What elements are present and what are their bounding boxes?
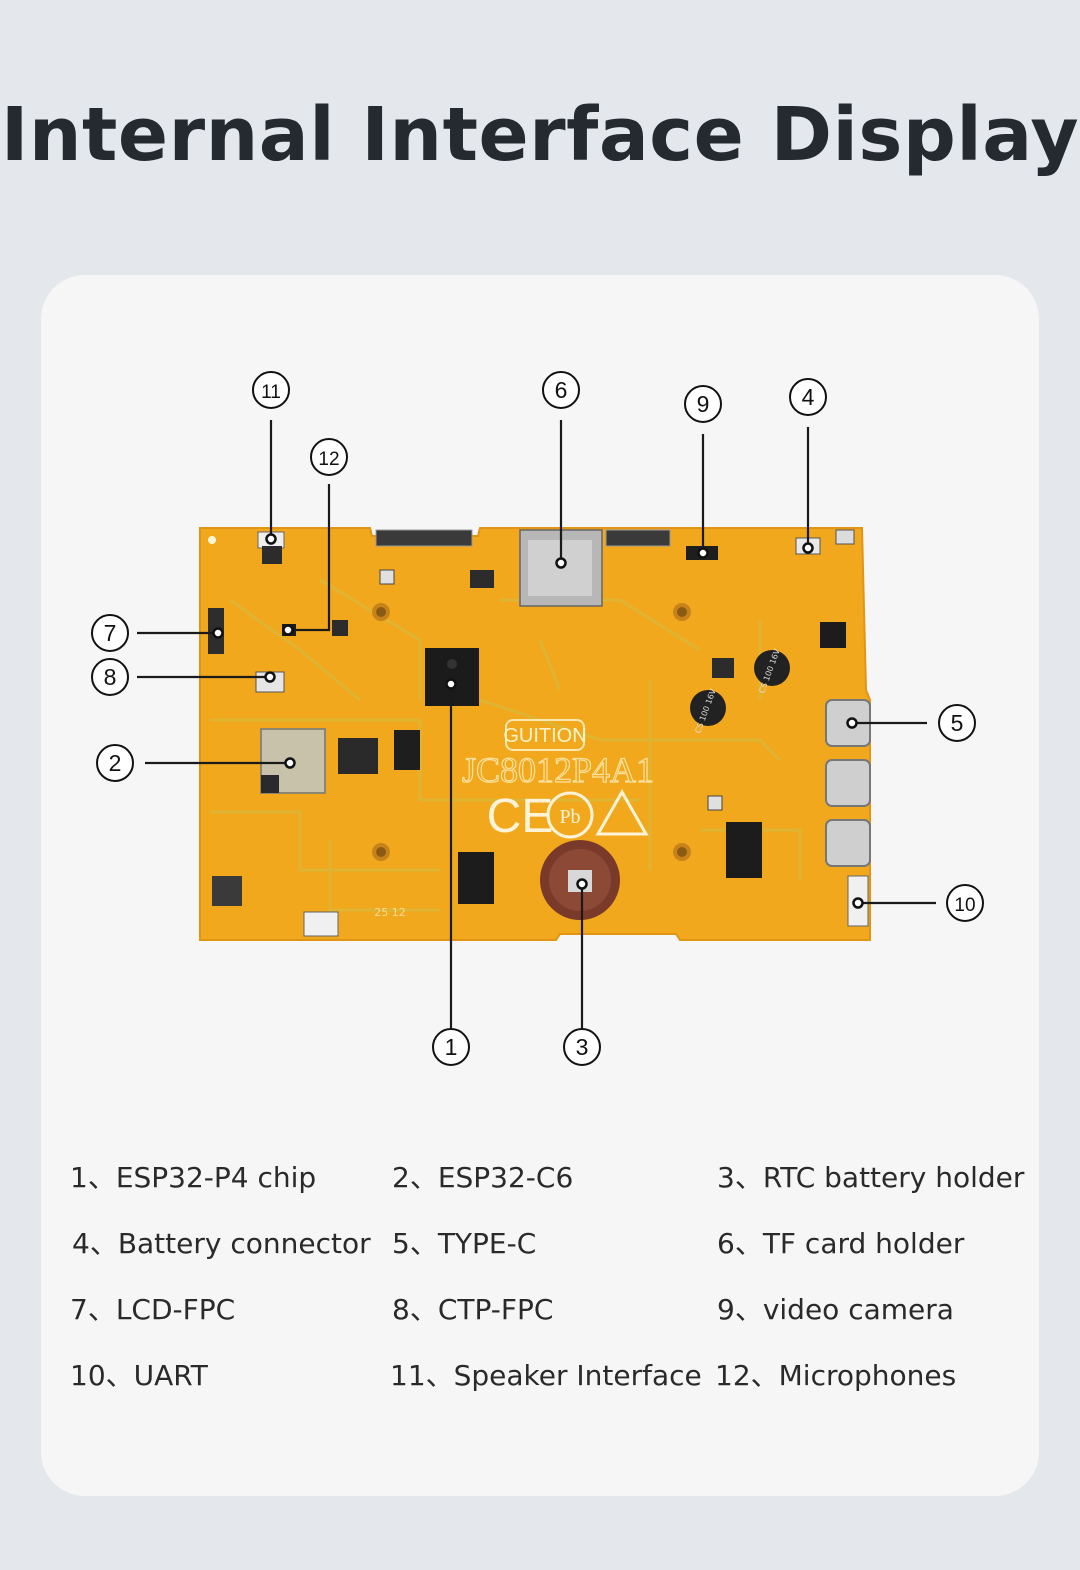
- board-model-text: JC8012P4A1: [462, 750, 654, 790]
- ce-mark: CE: [487, 790, 554, 843]
- callout-marker-9: [684, 385, 722, 423]
- brand-logo-text: GUITION: [503, 725, 586, 747]
- callout-dot-8: [264, 671, 276, 683]
- callout-marker-5: [938, 704, 976, 742]
- legend-item-2: 2、ESP32-C6: [392, 1161, 574, 1194]
- callout-marker-1: [432, 1028, 470, 1066]
- callout-number-9: 9: [697, 391, 710, 417]
- callout-line-12: [288, 484, 331, 632]
- callout-number-8: 8: [104, 664, 117, 690]
- callout-dot-7: [212, 627, 224, 639]
- callout-dot-3: [576, 878, 588, 890]
- legend-item-10: 10、UART: [70, 1359, 208, 1392]
- legend-item-5: 5、TYPE-C: [392, 1227, 537, 1260]
- legend-item-3: 3、RTC battery holder: [717, 1161, 1025, 1194]
- callout-marker-8: [91, 658, 129, 696]
- legend-item-9: 9、video camera: [717, 1293, 954, 1326]
- callout-lines: [137, 420, 936, 1029]
- legend-item-1: 1、ESP32-P4 chip: [70, 1161, 317, 1194]
- callout-dot-2: [284, 757, 296, 769]
- callout-marker-12: [310, 438, 348, 476]
- callout-number-11: 11: [261, 382, 281, 403]
- legend-item-6: 6、TF card holder: [717, 1227, 965, 1260]
- callout-dot-11: [265, 533, 277, 545]
- mounting-holes: [372, 603, 691, 861]
- legend-item-11: 11、Speaker Interface: [390, 1359, 702, 1392]
- callout-number-2: 2: [109, 750, 122, 776]
- callout-number-12: 12: [318, 449, 339, 470]
- callout-dot-1: [445, 678, 457, 690]
- callout-number-3: 3: [576, 1034, 589, 1060]
- callout-marker-10: [946, 884, 984, 922]
- pb-mark: Pb: [559, 806, 580, 828]
- callout-marker-11: [252, 371, 290, 409]
- page-title: Internal Interface Display: [0, 92, 1080, 178]
- callout-number-6: 6: [555, 377, 568, 403]
- callout-dot-5: [846, 717, 858, 729]
- callout-dot-6: [555, 557, 567, 569]
- warning-triangle-icon: [595, 788, 649, 836]
- callout-number-10: 10: [954, 895, 975, 916]
- callout-marker-7: [91, 614, 129, 652]
- callout-marker-6: [542, 371, 580, 409]
- callout-dot-10: [852, 897, 864, 909]
- legend-item-12: 12、Microphones: [715, 1359, 957, 1392]
- callout-dot-9: [697, 547, 709, 559]
- callout-number-4: 4: [802, 384, 815, 410]
- legend-item-4: 4、Battery connector: [72, 1227, 371, 1260]
- callout-dot-4: [802, 542, 814, 554]
- callout-marker-3: [563, 1028, 601, 1066]
- callout-number-1: 1: [445, 1034, 458, 1060]
- callout-number-7: 7: [104, 620, 117, 646]
- pb-free-icon: [546, 791, 594, 839]
- callout-dot-12: [282, 624, 294, 636]
- pcb-board: [199, 527, 871, 941]
- brand-badge: [505, 719, 585, 751]
- legend-item-7: 7、LCD-FPC: [70, 1293, 236, 1326]
- legend-item-8: 8、CTP-FPC: [392, 1293, 554, 1326]
- date-code: 25 12: [374, 906, 406, 919]
- board-printing: GUITION JC8012P4A1 CE Pb CS 100 16V CS 1…: [374, 647, 782, 919]
- callout-marker-2: [96, 744, 134, 782]
- callout-number-5: 5: [951, 710, 964, 736]
- callout-marker-4: [789, 378, 827, 416]
